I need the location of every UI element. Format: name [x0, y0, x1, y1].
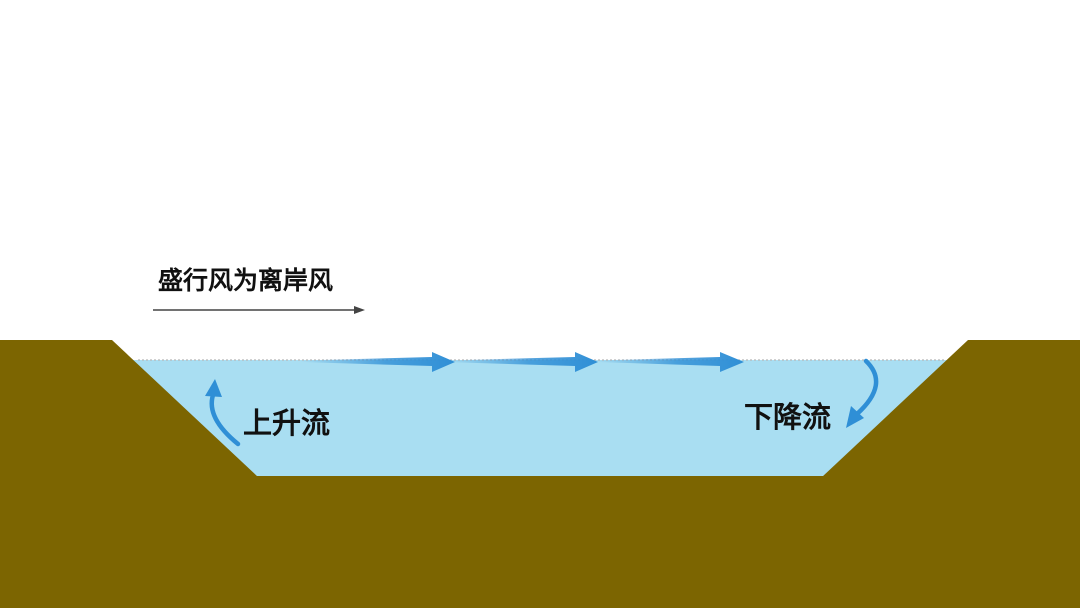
- curved-up-arrow-icon: [205, 379, 241, 447]
- surface-current-arrow-1: [300, 352, 455, 372]
- right-arrow-icon: [153, 306, 365, 314]
- curved-down-arrow-icon: [846, 358, 879, 428]
- water-body: [112, 360, 968, 477]
- seabed: [0, 476, 1080, 608]
- downwelling-label: 下降流: [744, 400, 832, 434]
- wind-label: 盛行风为离岸风: [158, 266, 334, 295]
- left-coast-land: [0, 340, 258, 477]
- surface-current-arrow-3: [595, 352, 744, 372]
- surface-current-arrow-2: [445, 352, 598, 372]
- upwelling-label: 上升流: [243, 406, 331, 440]
- right-coast-land: [822, 340, 1080, 477]
